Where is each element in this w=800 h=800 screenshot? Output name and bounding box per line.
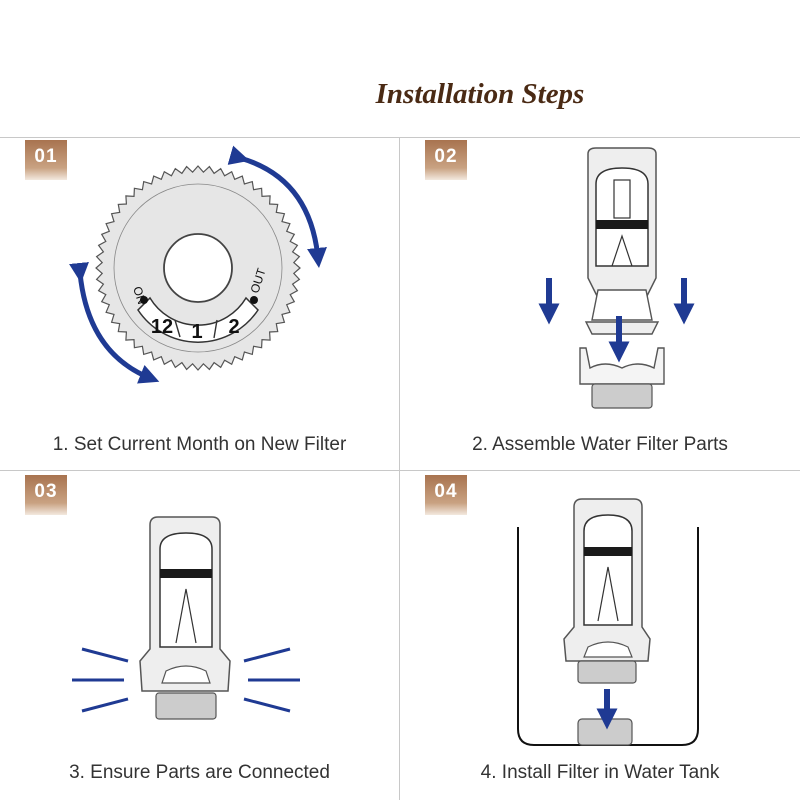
- filter-connector: [161, 665, 211, 684]
- motion-line: [81, 697, 129, 713]
- motion-line: [243, 647, 291, 663]
- filter-mark: [597, 566, 619, 622]
- filter-connector: [591, 289, 653, 321]
- grid-line-top: [0, 137, 800, 138]
- filter-band: [584, 547, 632, 556]
- filter-base-bottom: [591, 383, 653, 409]
- step-badge-4: 04: [425, 475, 467, 515]
- out-dot: [250, 296, 258, 304]
- step-number: 01: [34, 146, 58, 167]
- motion-line: [243, 697, 291, 713]
- step-panel-4: 04 4. Install Filter in Water Tank: [400, 471, 800, 800]
- filter-mark: [611, 234, 633, 267]
- motion-line: [81, 647, 129, 663]
- step-badge-2: 02: [425, 140, 467, 180]
- grid-line-middle: [0, 470, 800, 471]
- install-illustration: [517, 498, 699, 746]
- badge-shape: [25, 475, 67, 515]
- step-caption: 1. Set Current Month on New Filter: [52, 434, 347, 455]
- filter-base: [579, 347, 665, 385]
- dial-month: 1: [191, 321, 202, 343]
- step-panel-3: 03 3. Ensure Parts are Connected: [0, 471, 399, 800]
- step-caption: 4. Install Filter in Water Tank: [480, 762, 720, 783]
- step-number: 02: [434, 146, 458, 167]
- grid-line-vertical: [399, 137, 400, 800]
- badge-shape: [25, 140, 67, 180]
- step-badge-3: 03: [25, 475, 67, 515]
- step-panel-2: 02 2. Assemble Water Filter Parts: [400, 138, 800, 470]
- step-caption: 2. Assemble Water Filter Parts: [472, 434, 728, 455]
- assembly-illustration: [538, 147, 695, 409]
- badge-shape: [425, 140, 467, 180]
- step-number: 04: [434, 481, 458, 502]
- filter-base-bottom: [155, 692, 217, 720]
- month-divider: [213, 319, 218, 339]
- rotate-arrow-bottom: [69, 262, 160, 384]
- step-panel-1: 01 ON OUT 12 1 2 1. Set Current Month on…: [0, 138, 399, 470]
- dial-center-hole: [163, 233, 233, 303]
- filter-window: [595, 167, 649, 267]
- dial-month: 2: [228, 316, 239, 338]
- rotate-arrow-top: [227, 145, 327, 268]
- step-badge-1: 01: [25, 140, 67, 180]
- badge-shape: [425, 475, 467, 515]
- filter-connector: [583, 641, 633, 658]
- step-caption: 3. Ensure Parts are Connected: [69, 762, 330, 783]
- connected-illustration: [72, 516, 300, 720]
- page-title: Installation Steps: [375, 78, 585, 110]
- month-divider: [174, 319, 181, 338]
- filter-band: [596, 220, 648, 229]
- dial-month: 12: [151, 316, 173, 338]
- filter-mark: [175, 588, 197, 644]
- filter-mark: [613, 179, 631, 219]
- dial-illustration: ON OUT 12 1 2: [69, 145, 327, 384]
- step-number: 03: [34, 481, 58, 502]
- tank-socket: [577, 718, 633, 746]
- filter-base-bottom: [577, 660, 637, 684]
- filter-band: [160, 569, 212, 578]
